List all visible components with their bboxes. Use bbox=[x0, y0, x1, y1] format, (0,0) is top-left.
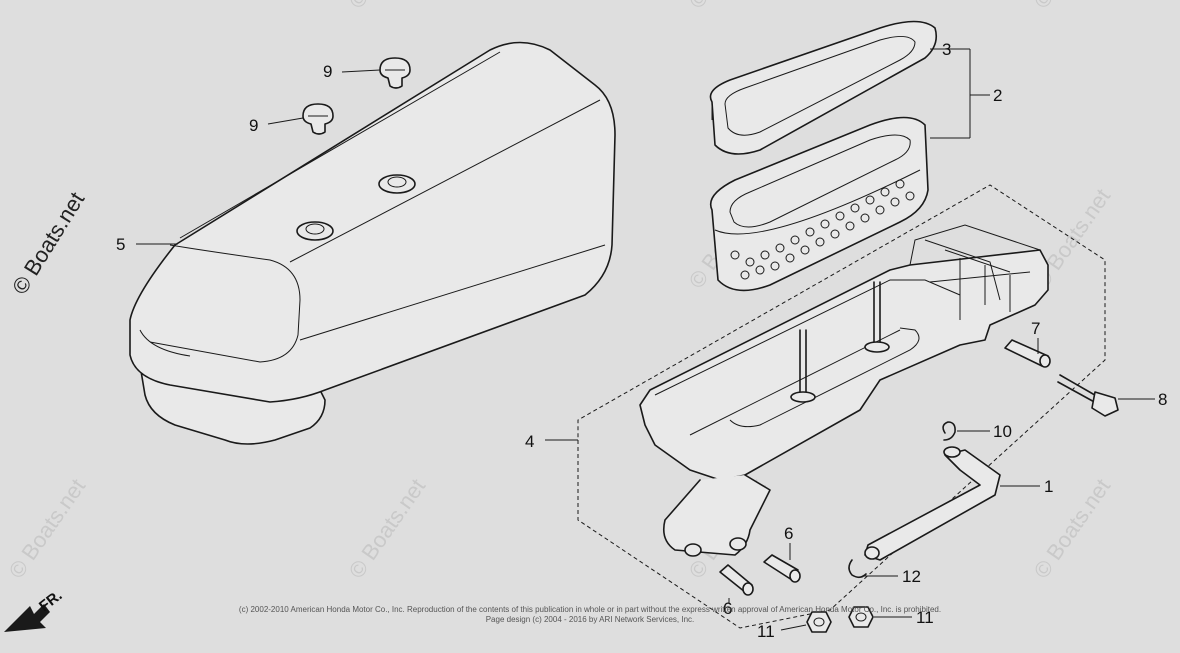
leader-lines bbox=[136, 48, 1155, 631]
part-5-air-cleaner-cover bbox=[129, 41, 616, 445]
callout-11-right: 11 bbox=[916, 608, 934, 627]
callout-8: 8 bbox=[1158, 390, 1167, 409]
callout-5: 5 bbox=[116, 235, 125, 254]
part-8-flange-bolt bbox=[1057, 374, 1119, 417]
part-6-collar-b bbox=[763, 554, 801, 583]
part-2-paper-element bbox=[710, 116, 929, 292]
part-6-collar-a bbox=[719, 564, 754, 596]
copyright-block: (c) 2002-2010 American Honda Motor Co., … bbox=[239, 605, 941, 624]
paper-element-perforations bbox=[730, 179, 915, 280]
callout-9-upper: 9 bbox=[323, 62, 332, 81]
part-7-collar bbox=[1004, 339, 1051, 368]
copyright-line-2: Page design (c) 2004 - 2016 by ARI Netwo… bbox=[486, 615, 695, 624]
part-1-breather-tube bbox=[864, 446, 1001, 561]
front-direction-marker: FR. bbox=[4, 587, 66, 632]
callout-labels: 3 2 5 9 9 4 7 8 10 1 12 6 6 11 11 bbox=[116, 40, 1167, 641]
callout-2: 2 bbox=[993, 86, 1002, 105]
part-11-nut-a bbox=[806, 611, 832, 633]
watermark-faint: © Boats.net bbox=[1029, 474, 1116, 583]
part-12-clip bbox=[848, 559, 867, 579]
front-arrow-icon bbox=[4, 604, 50, 632]
part-4-boundary bbox=[577, 184, 1106, 629]
watermark-faint: © Boats.net bbox=[684, 0, 771, 13]
part-9-grommet-lower bbox=[302, 103, 334, 135]
copyright-line-1: (c) 2002-2010 American Honda Motor Co., … bbox=[239, 605, 941, 614]
part-4-air-cleaner-case bbox=[639, 224, 1049, 557]
part-3-foam-element bbox=[709, 20, 938, 155]
callout-11-left: 11 bbox=[757, 622, 775, 641]
part-11-nut-b bbox=[848, 606, 874, 628]
part-9-grommet-upper bbox=[379, 57, 411, 89]
watermark-faint: © Boats.net bbox=[344, 474, 431, 583]
callout-4: 4 bbox=[525, 432, 534, 451]
callout-12: 12 bbox=[902, 567, 921, 586]
watermark-faint: © Boats.net bbox=[4, 474, 91, 583]
part-10-clip bbox=[942, 421, 956, 441]
callout-3: 3 bbox=[942, 40, 951, 59]
watermark-faint: © Boats.net bbox=[344, 0, 431, 13]
callout-10: 10 bbox=[993, 422, 1012, 441]
callout-6-right: 6 bbox=[784, 524, 793, 543]
watermark-faint: © Boats.net bbox=[1029, 0, 1116, 13]
callout-1: 1 bbox=[1044, 477, 1053, 496]
watermark-main: © Boats.net bbox=[7, 188, 89, 299]
callout-9-lower: 9 bbox=[249, 116, 258, 135]
callout-6-left: 6 bbox=[723, 599, 732, 618]
callout-7: 7 bbox=[1031, 319, 1040, 338]
